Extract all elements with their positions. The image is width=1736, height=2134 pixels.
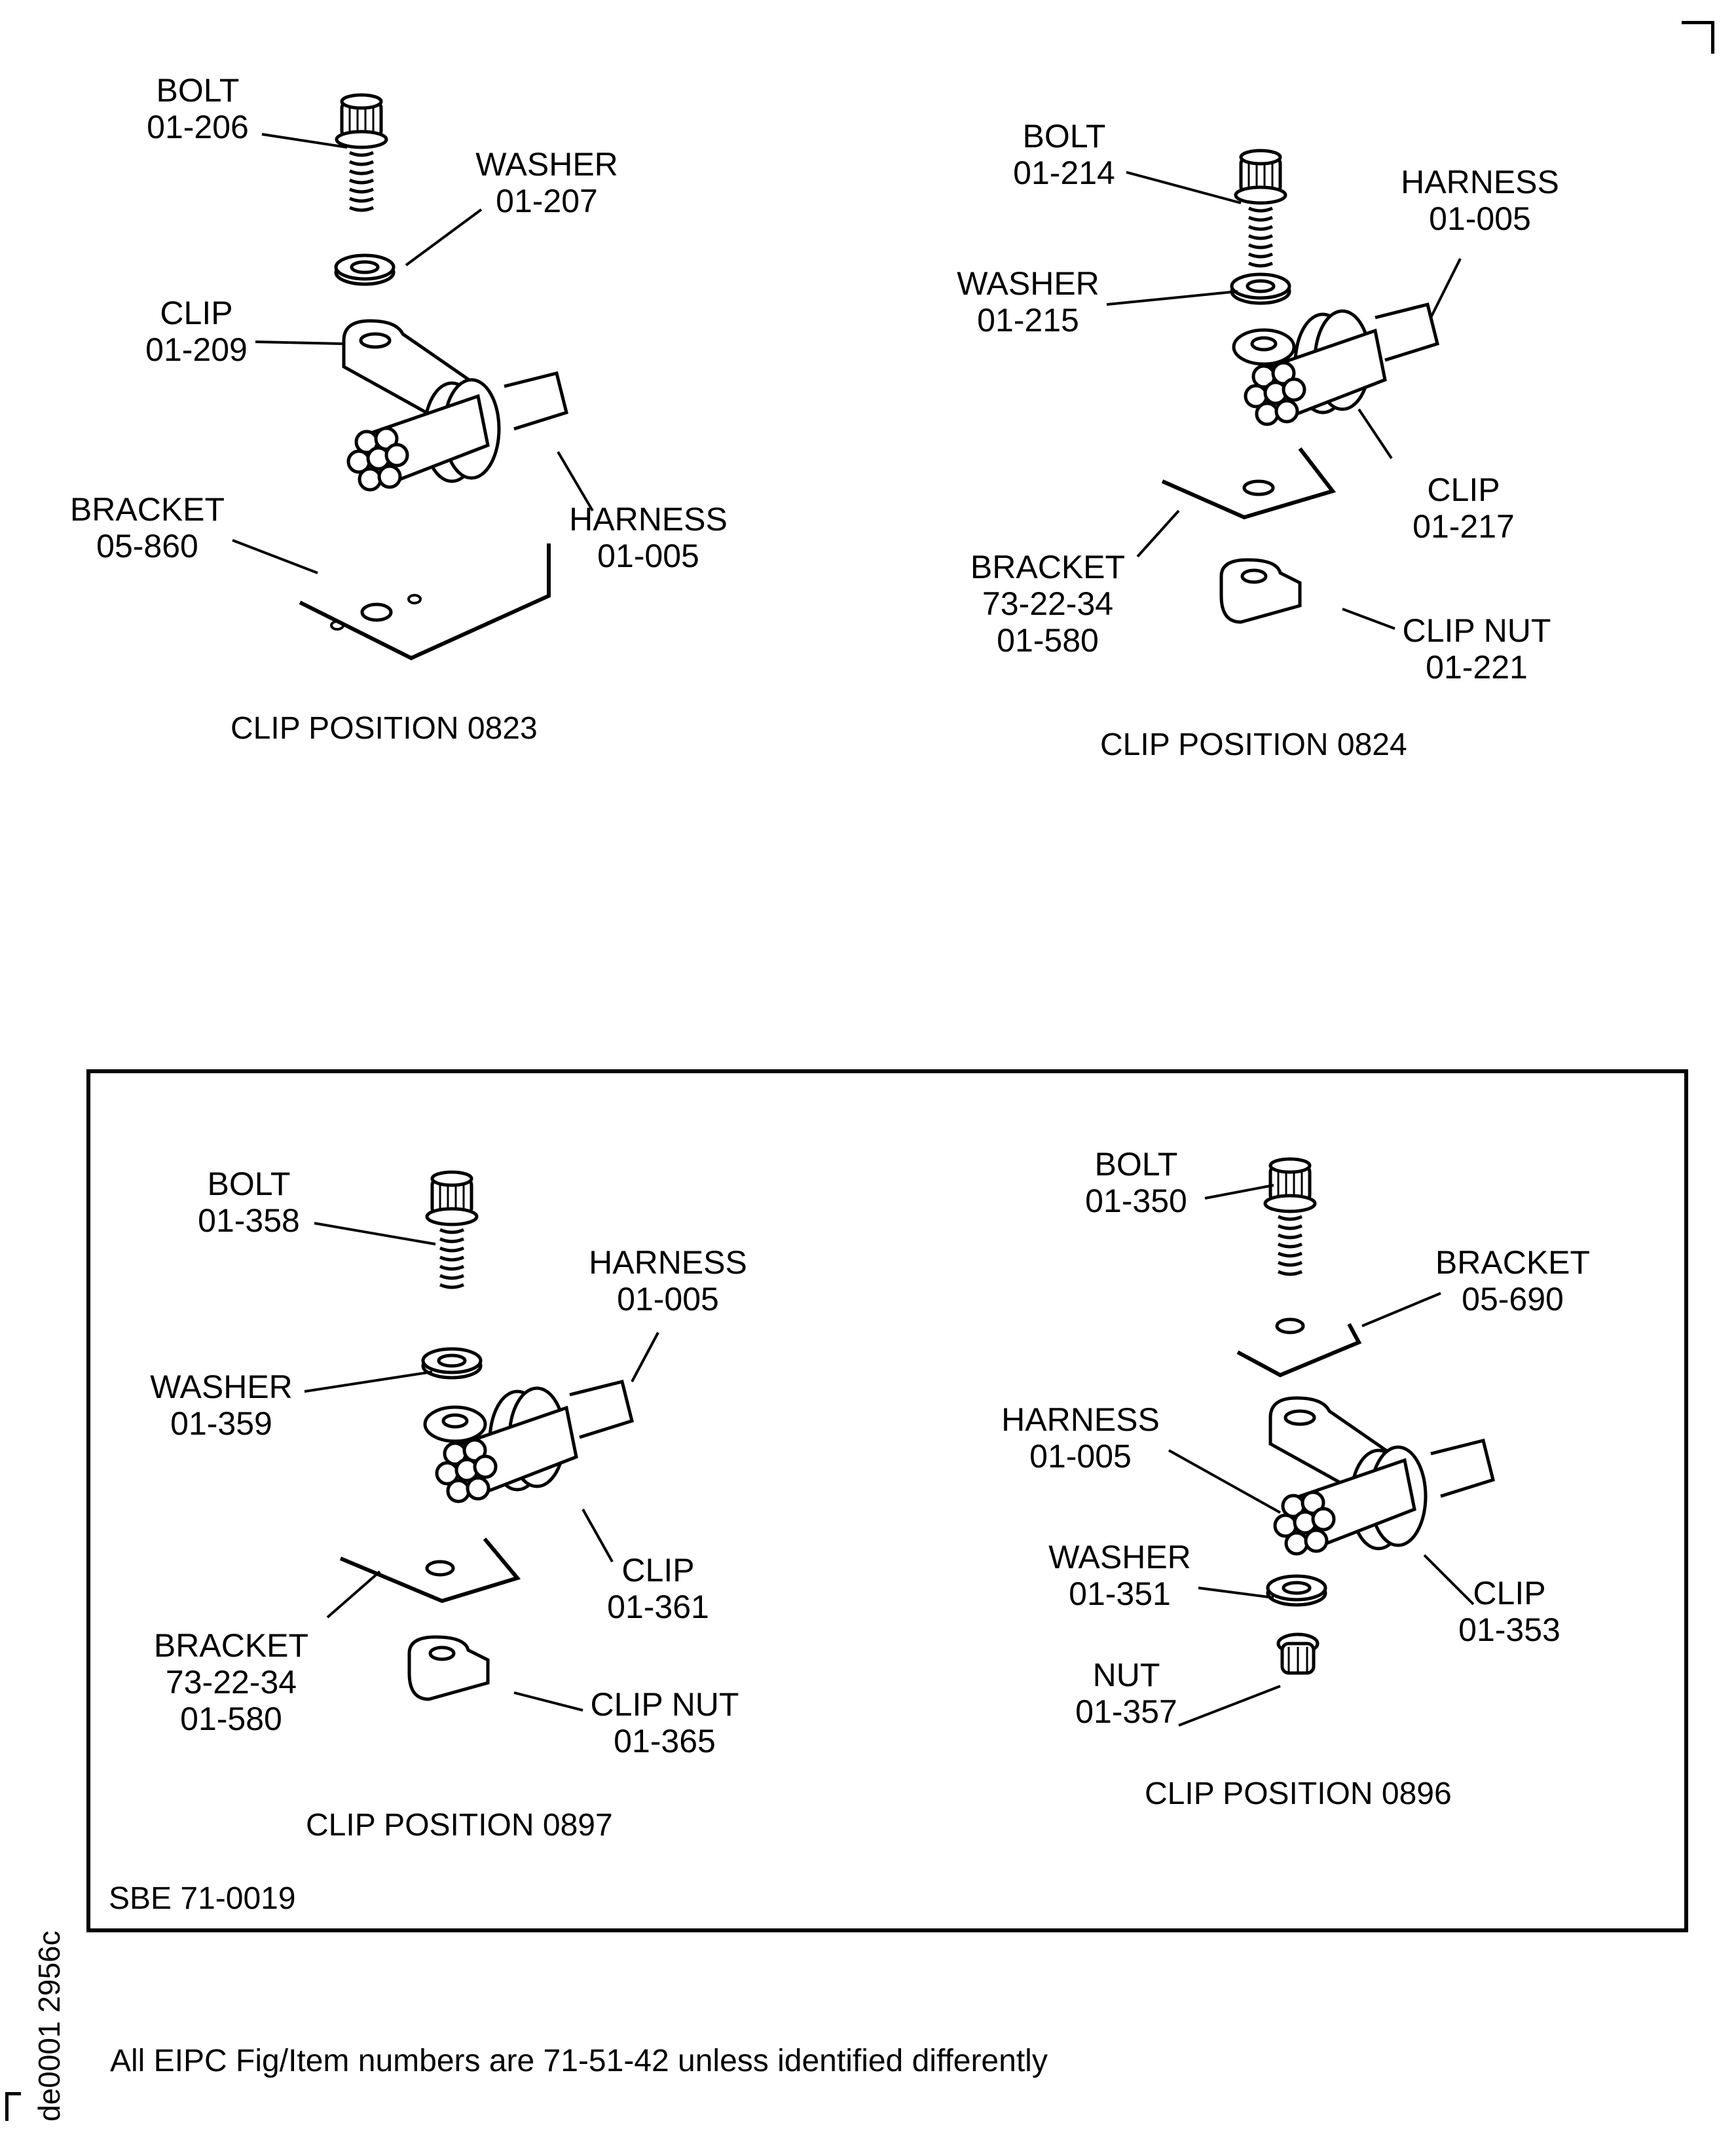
label-clip-01-361: CLIP 01-361 <box>602 1552 714 1625</box>
part-number: 01-358 <box>198 1202 300 1239</box>
part-number: 73-22-34 <box>165 1664 297 1701</box>
view-0896-art <box>1168 1159 1493 1727</box>
part-name: CLIP NUT <box>1402 612 1551 649</box>
part-number: 01-005 <box>617 1281 719 1317</box>
label-bracket-05-690: BRACKET 05-690 <box>1428 1244 1598 1317</box>
part-name: BOLT <box>207 1166 291 1202</box>
caption-clip-position-0824: CLIP POSITION 0824 <box>1100 727 1407 762</box>
view-0897-art <box>304 1172 659 1712</box>
part-name: BOLT <box>156 72 240 109</box>
label-harness-01-005: HARNESS 01-005 <box>995 1401 1166 1475</box>
part-name: BRACKET <box>153 1627 309 1664</box>
part-number: 01-217 <box>1413 508 1515 545</box>
label-harness-01-005: HARNESS 01-005 <box>1395 164 1565 237</box>
part-name: BRACKET <box>970 549 1126 585</box>
part-name: BRACKET <box>1435 1244 1591 1281</box>
label-clip-01-353: CLIP 01-353 <box>1454 1575 1565 1648</box>
label-bolt-01-358: BOLT 01-358 <box>193 1166 305 1239</box>
part-number: 01-351 <box>1069 1575 1171 1612</box>
part-number: 01-005 <box>1029 1438 1132 1475</box>
corner-crop-mark <box>1682 21 1714 54</box>
label-bolt-01-214: BOLT 01-214 <box>1008 118 1120 191</box>
part-name: HARNESS <box>1001 1401 1160 1438</box>
part-number: 01-221 <box>1426 649 1528 686</box>
footnote: All EIPC Fig/Item numbers are 71-51-42 u… <box>110 2044 1048 2078</box>
part-name: HARNESS <box>589 1244 747 1281</box>
label-harness-01-005: HARNESS 01-005 <box>583 1244 753 1317</box>
part-number: 01-215 <box>977 302 1079 339</box>
part-name: CLIP <box>621 1552 695 1589</box>
part-number: 01-365 <box>614 1723 716 1759</box>
part-name: CLIP NUT <box>590 1686 739 1723</box>
label-bracket-73-22-34: BRACKET 73-22-34 01-580 <box>969 549 1126 659</box>
label-clip-01-209: CLIP 01-209 <box>141 295 252 368</box>
part-name: WASHER <box>150 1369 293 1405</box>
part-number: 01-005 <box>597 538 699 574</box>
part-number: 01-353 <box>1458 1611 1561 1648</box>
part-number: 05-690 <box>1462 1281 1564 1317</box>
part-name: BOLT <box>1094 1146 1178 1183</box>
part-number: 01-206 <box>147 109 249 145</box>
part-name: WASHER <box>475 146 618 183</box>
part-name: WASHER <box>957 265 1099 302</box>
part-number: 01-359 <box>170 1405 272 1442</box>
label-bolt-01-206: BOLT 01-206 <box>145 72 250 145</box>
sbe-frame <box>86 1069 1688 1932</box>
caption-clip-position-0897: CLIP POSITION 0897 <box>306 1808 613 1843</box>
part-number: 01-209 <box>145 331 248 368</box>
part-name: CLIP <box>160 295 233 331</box>
part-number: 01-005 <box>1429 200 1531 237</box>
part-number: 01-361 <box>607 1589 709 1625</box>
part-name: NUT <box>1092 1657 1160 1693</box>
part-name: BOLT <box>1022 118 1106 155</box>
label-washer-01-351: WASHER 01-351 <box>1041 1539 1198 1612</box>
part-number: 01-214 <box>1013 155 1115 191</box>
caption-clip-position-0823: CLIP POSITION 0823 <box>231 711 538 746</box>
part-number-2: 01-580 <box>997 622 1099 659</box>
part-number-2: 01-580 <box>180 1701 282 1737</box>
part-number: 01-207 <box>496 183 598 219</box>
part-number: 01-357 <box>1075 1693 1177 1730</box>
part-name: HARNESS <box>1401 164 1559 200</box>
view-0823-art <box>232 95 594 661</box>
part-number: 01-350 <box>1085 1183 1187 1219</box>
document-id: de0001 2956c <box>32 1930 66 2122</box>
label-washer-01-359: WASHER 01-359 <box>143 1369 300 1442</box>
part-name: CLIP <box>1427 471 1500 508</box>
label-clip-01-217: CLIP 01-217 <box>1408 471 1519 545</box>
part-name: HARNESS <box>569 501 728 538</box>
part-number: 05-860 <box>96 528 198 564</box>
label-bracket-05-860: BRACKET 05-860 <box>69 491 226 564</box>
corner-crop-mark-bottom <box>5 2092 21 2121</box>
label-washer-01-207: WASHER 01-207 <box>468 146 625 219</box>
label-washer-01-215: WASHER 01-215 <box>950 265 1107 339</box>
label-bracket-73-22-34: BRACKET 73-22-34 01-580 <box>153 1627 310 1737</box>
part-number: 73-22-34 <box>982 585 1114 622</box>
sbe-reference: SBE 71-0019 <box>109 1881 296 1916</box>
label-clip-nut-01-365: CLIP NUT 01-365 <box>583 1686 747 1759</box>
label-harness-01-005: HARNESS 01-005 <box>563 501 733 574</box>
label-nut-01-357: NUT 01-357 <box>1071 1657 1182 1730</box>
part-name: CLIP <box>1473 1575 1546 1611</box>
caption-clip-position-0896: CLIP POSITION 0896 <box>1145 1776 1452 1811</box>
part-name: BRACKET <box>69 491 225 528</box>
view-0824-art <box>1106 151 1462 630</box>
label-clip-nut-01-221: CLIP NUT 01-221 <box>1395 612 1559 686</box>
label-bolt-01-350: BOLT 01-350 <box>1080 1146 1192 1219</box>
part-name: WASHER <box>1048 1539 1191 1575</box>
